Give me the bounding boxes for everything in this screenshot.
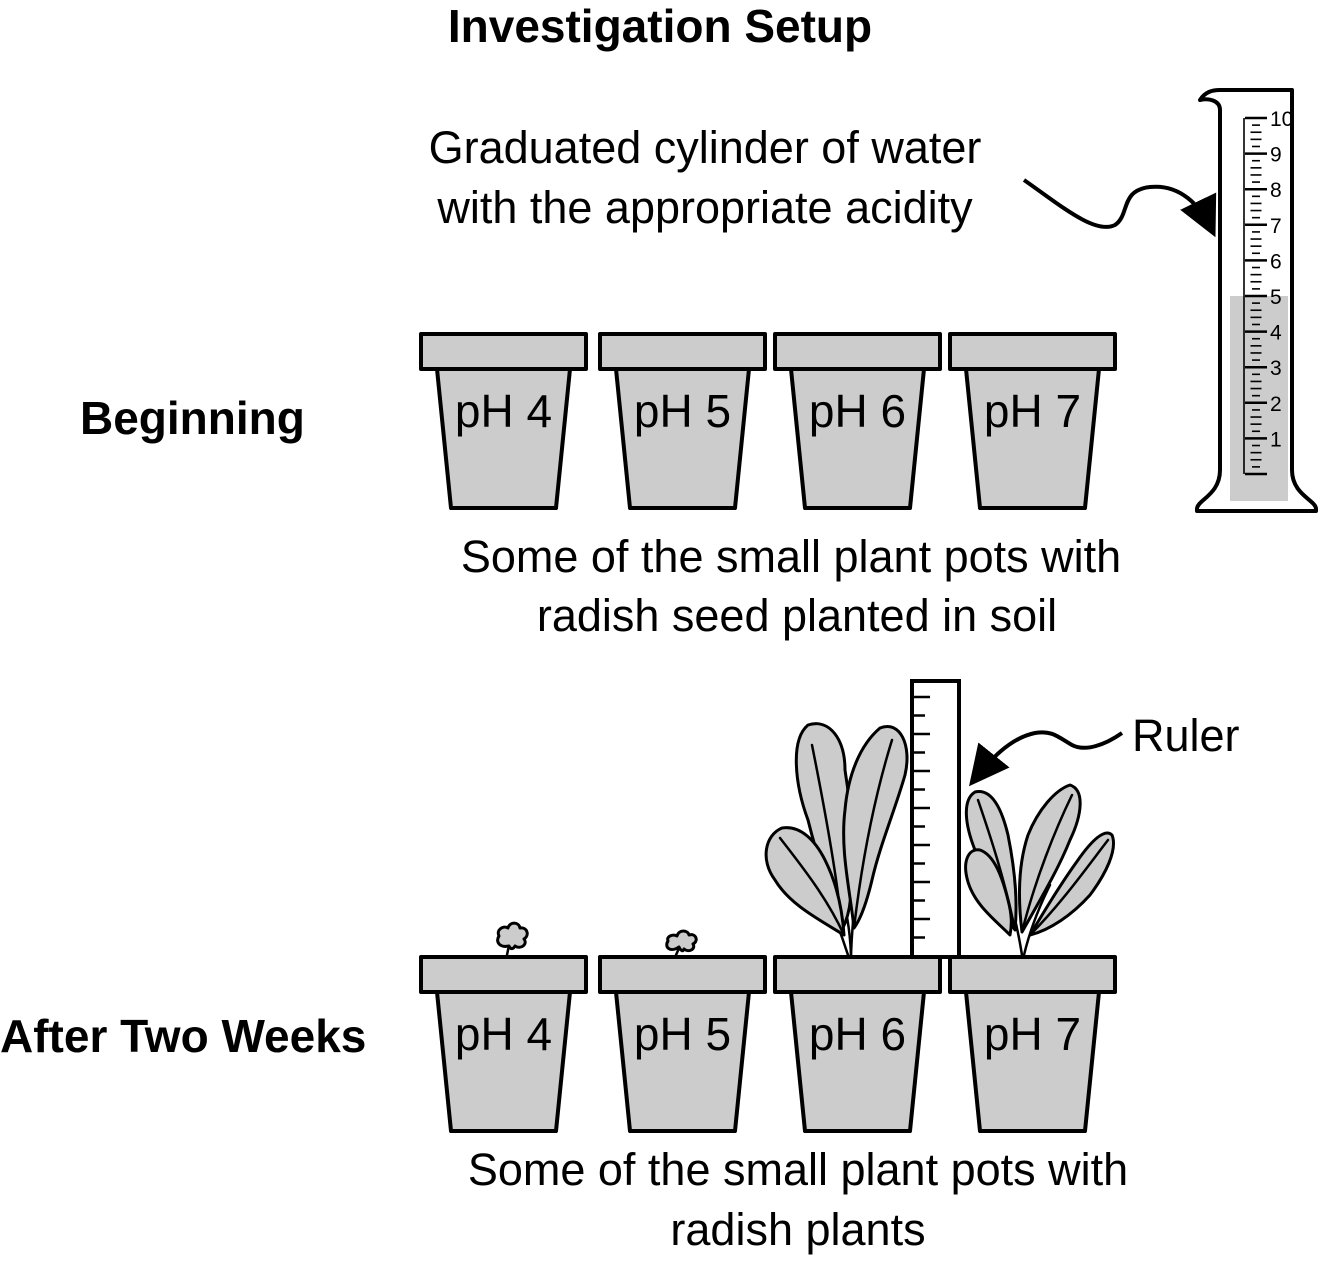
pot-ph6: pH 6 [773, 332, 942, 510]
pot-rim [598, 955, 767, 994]
seedling-ph5 [665, 929, 698, 957]
pot-rim [948, 332, 1117, 371]
pot-ph4: pH 4 [419, 955, 588, 1133]
cylinder-arrow [1022, 178, 1217, 238]
cylinder-scale-label: 9 [1270, 144, 1282, 167]
beginning-label: Beginning [80, 392, 305, 444]
seedling-ph4 [496, 921, 529, 957]
pot-label: pH 5 [634, 1008, 731, 1060]
pot-label: pH 4 [455, 1008, 552, 1060]
after-caption-line1: Some of the small plant pots with [468, 1144, 1128, 1195]
cylinder-scale-label: 4 [1270, 322, 1282, 345]
cylinder-scale-label: 1 [1270, 428, 1282, 451]
pot-label: pH 6 [809, 385, 906, 437]
graduated-cylinder: 10 9 8 7 6 5 4 3 2 1 [1195, 88, 1318, 513]
cylinder-scale-labels: 10 9 8 7 6 5 4 3 2 1 [1270, 108, 1293, 451]
diagram-title: Investigation Setup [448, 0, 872, 52]
pot-label: pH 4 [455, 385, 552, 437]
cylinder-scale-label: 3 [1270, 357, 1282, 380]
pot-ph5: pH 5 [598, 332, 767, 510]
pot-rim [598, 332, 767, 371]
beginning-caption-line2: radish seed planted in soil [537, 590, 1057, 641]
cylinder-scale-label: 7 [1270, 215, 1282, 238]
ruler-arrow [969, 730, 1124, 787]
cylinder-scale-label: 5 [1270, 286, 1282, 309]
cylinder-outline [1195, 88, 1318, 513]
pot-ph5: pH 5 [598, 955, 767, 1133]
pot-ph6: pH 6 [773, 955, 942, 1133]
after-label: After Two Weeks [0, 1010, 366, 1062]
cylinder-scale-label: 10 [1270, 108, 1293, 131]
pot-label: pH 5 [634, 385, 731, 437]
pot-label: pH 7 [984, 385, 1081, 437]
cylinder-scale-label: 2 [1270, 393, 1282, 416]
pot-rim [419, 332, 588, 371]
pot-ph7: pH 7 [948, 332, 1117, 510]
ruler [910, 679, 961, 959]
radish-plant-ph6 [764, 722, 909, 957]
pot-ph4: pH 4 [419, 332, 588, 510]
after-caption-line2: radish plants [670, 1204, 925, 1255]
beginning-caption-line1: Some of the small plant pots with [461, 531, 1121, 582]
ruler-label: Ruler [1132, 710, 1240, 761]
cylinder-label-line2: with the appropriate acidity [436, 182, 973, 233]
pot-ph7: pH 7 [948, 955, 1117, 1133]
pot-label: pH 6 [809, 1008, 906, 1060]
pot-rim [948, 955, 1117, 994]
cylinder-scale-label: 6 [1270, 250, 1282, 273]
pot-rim [773, 332, 942, 371]
ruler-ticks [912, 695, 930, 939]
cylinder-scale-ticks [1243, 116, 1267, 476]
pot-rim [419, 955, 588, 994]
ruler-body [910, 679, 961, 959]
cylinder-scale-label: 8 [1270, 179, 1282, 202]
cylinder-label-line1: Graduated cylinder of water [429, 122, 982, 173]
beginning-pots: pH 4 pH 5 pH 6 pH 7 [419, 332, 1117, 510]
radish-plant-ph7 [964, 783, 1115, 957]
after-pots: pH 4 pH 5 pH 6 pH 7 [419, 955, 1117, 1133]
pot-rim [773, 955, 942, 994]
pot-label: pH 7 [984, 1008, 1081, 1060]
